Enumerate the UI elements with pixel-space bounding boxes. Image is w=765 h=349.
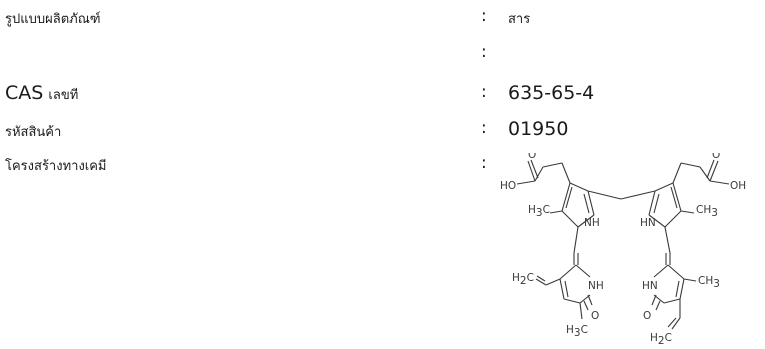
cas-value: 635-65-4 [508, 82, 595, 104]
left-lactam-nh: NH [588, 280, 604, 292]
product-format-label: รูปแบบผลิตภัณฑ์ [5, 12, 101, 27]
separator-colon: : [481, 42, 487, 62]
left-methine-bridge [573, 226, 579, 265]
right-carbonyl-o: O [712, 153, 720, 161]
separator-colon: : [481, 153, 487, 173]
right-vinyl-group [667, 299, 681, 330]
product-code-value: 01950 [508, 118, 569, 140]
cas-label-thai: เลขที [48, 88, 79, 103]
right-upper-pyrrole-ring [648, 182, 682, 228]
right-hn-label: HN [640, 217, 656, 229]
cas-label-main: CAS [5, 82, 44, 104]
left-methyl-label: H3C [528, 204, 550, 219]
separator-colon: : [481, 6, 487, 26]
methylene-bridge [587, 190, 656, 200]
left-vinyl-label: H2C [512, 272, 534, 287]
left-lactam-ring [559, 264, 593, 311]
separator-colon: : [481, 82, 487, 102]
product-format-value: สาร [508, 12, 531, 27]
right-methyl-label: CH3 [696, 204, 718, 219]
left-vinyl-group [535, 275, 561, 286]
left-carbonyl-o: O [528, 153, 536, 161]
right-lactam-hn: HN [642, 280, 658, 292]
left-lactam-o: O [591, 310, 599, 322]
left-lower-methyl-label: H3C [566, 324, 588, 339]
chemical-structure-label: โครงสร้างทางเคมี [5, 159, 107, 174]
separator-colon: : [481, 118, 487, 138]
right-lactam-o: O [643, 310, 651, 322]
right-methine-bridge [664, 226, 671, 265]
product-code-label: รหัสสินค้า [5, 125, 62, 140]
left-ho-label: HO [500, 180, 516, 192]
right-propionic-acid-chain [672, 159, 730, 185]
left-upper-pyrrole-ring [561, 182, 595, 228]
right-lactam-ring [651, 264, 685, 311]
right-vinyl-label: H2C [650, 332, 672, 347]
cas-label: CAS เลขที [5, 82, 78, 105]
left-nh-label: NH [584, 217, 600, 229]
right-lactam-methyl-label: CH3 [698, 275, 720, 290]
left-propionic-acid-chain [516, 159, 571, 185]
right-oh-label: OH [730, 180, 746, 192]
chemical-structure-diagram: NH HN O HO O OH H3C CH3 [500, 153, 746, 347]
